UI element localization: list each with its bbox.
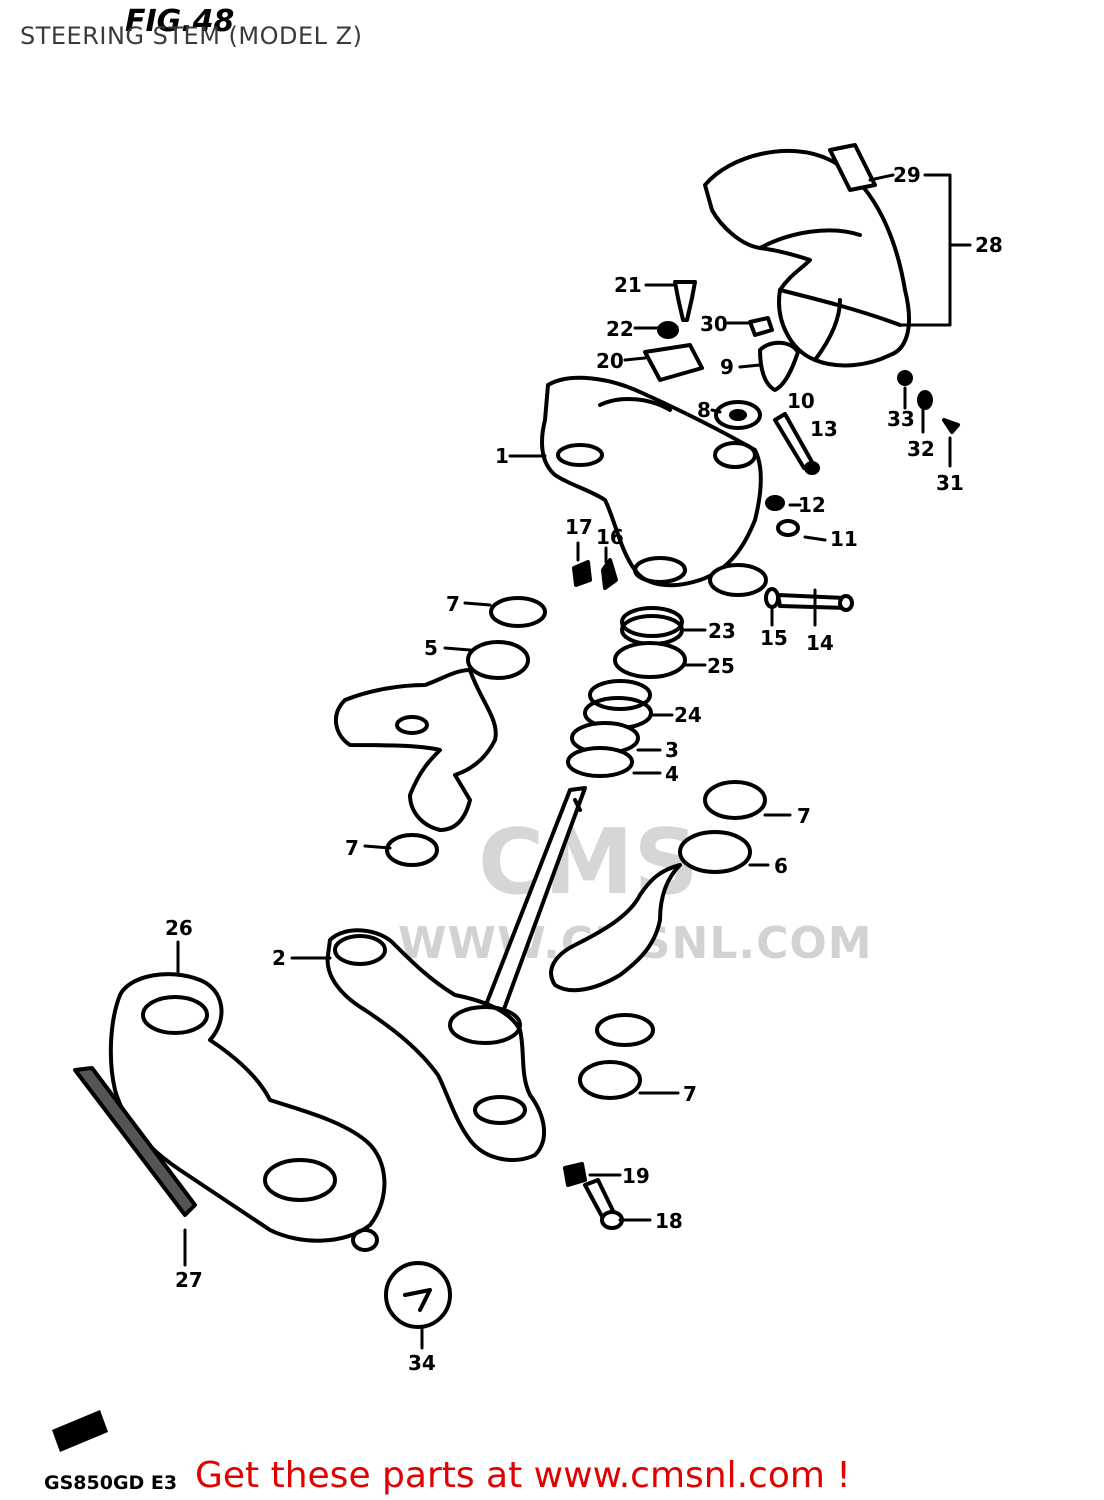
- ring-7-upper-left: [489, 596, 547, 628]
- washer-22: [657, 321, 679, 339]
- part-label-12: 12: [798, 493, 826, 517]
- manufacturer-logo: [52, 1410, 108, 1452]
- part-labels: 1 2 3 4 5 6 7 7 7 7 8 9 10 11 12 13 14 1…: [165, 163, 1003, 1375]
- part-label-9: 9: [720, 355, 734, 379]
- part-label-11: 11: [830, 527, 858, 551]
- part-label-1: 1: [495, 444, 509, 468]
- model-code: GS850GD E3: [44, 1472, 178, 1494]
- part-label-5: 5: [424, 636, 438, 660]
- part-label-10: 10: [787, 389, 815, 413]
- part-label-28: 28: [975, 233, 1003, 257]
- part-label-32: 32: [907, 437, 935, 461]
- nut-17: [572, 560, 592, 587]
- part-label-22: 22: [606, 317, 634, 341]
- nut-30: [748, 316, 774, 337]
- part-label-19: 19: [622, 1164, 650, 1188]
- part-label-17: 17: [565, 515, 593, 539]
- bracket-6-ring: [678, 830, 752, 874]
- damper-9: [758, 340, 800, 392]
- part-label-29: 29: [893, 163, 921, 187]
- part-label-8: 8: [697, 398, 711, 422]
- ring-7-upper-right: [703, 780, 767, 820]
- cover-clip: [828, 143, 877, 192]
- page-caption: STEERING STEM (MODEL Z): [20, 22, 363, 50]
- nut-13: [804, 461, 820, 475]
- headlight-bracket-left: [334, 668, 498, 832]
- part-label-25: 25: [707, 654, 735, 678]
- part-label-2: 2: [272, 946, 286, 970]
- ring-7-lower-right: [578, 1060, 642, 1100]
- bracket-5-ring: [466, 640, 530, 680]
- washer-11: [776, 519, 800, 537]
- part-label-33: 33: [887, 407, 915, 431]
- part-label-27: 27: [175, 1268, 203, 1292]
- part-label-15: 15: [760, 626, 788, 650]
- part-label-7b: 7: [797, 804, 811, 828]
- part-label-7a: 7: [446, 592, 460, 616]
- part-label-14: 14: [806, 631, 834, 655]
- washer-32: [917, 390, 933, 410]
- nut-23: [620, 606, 684, 638]
- part-label-34: 34: [408, 1351, 436, 1375]
- part-label-20: 20: [596, 349, 624, 373]
- race-4: [566, 746, 634, 778]
- part-label-6: 6: [774, 854, 788, 878]
- nut-19: [563, 1162, 587, 1187]
- emblem-27: [73, 1066, 197, 1217]
- figure-title: FIG.48: [125, 4, 235, 39]
- headlight-bracket-right: [549, 863, 682, 993]
- promo-link[interactable]: Get these parts at www.cmsnl.com !: [195, 1455, 851, 1496]
- lower-cover: [108, 972, 387, 1252]
- washer-25: [613, 641, 687, 679]
- part-label-7d: 7: [683, 1082, 697, 1106]
- nut-33: [897, 370, 913, 386]
- part-label-24: 24: [674, 703, 702, 727]
- cap-34: [384, 1261, 452, 1329]
- part-label-16: 16: [596, 525, 624, 549]
- bearing-24: [588, 679, 652, 711]
- part-label-26: 26: [165, 916, 193, 940]
- nut-16: [601, 558, 618, 590]
- part-label-13: 13: [810, 417, 838, 441]
- ring-7-lower-left: [385, 833, 439, 867]
- washer-15: [764, 587, 780, 609]
- part-label-4: 4: [665, 762, 679, 786]
- bolt-10: [773, 412, 814, 470]
- bolt-14: [776, 593, 850, 610]
- bolt-31: [942, 418, 960, 434]
- clamp-20: [643, 343, 704, 382]
- part-label-18: 18: [655, 1209, 683, 1233]
- part-label-23: 23: [708, 619, 736, 643]
- lower-bracket: [325, 928, 547, 1162]
- handlebar-cover: [703, 148, 911, 368]
- bolt-21: [673, 280, 697, 322]
- part-label-21: 21: [614, 273, 642, 297]
- part-label-30: 30: [700, 312, 728, 336]
- nut-12: [765, 495, 785, 511]
- part-label-3: 3: [665, 738, 679, 762]
- part-label-7c: 7: [345, 836, 359, 860]
- part-label-31: 31: [936, 471, 964, 495]
